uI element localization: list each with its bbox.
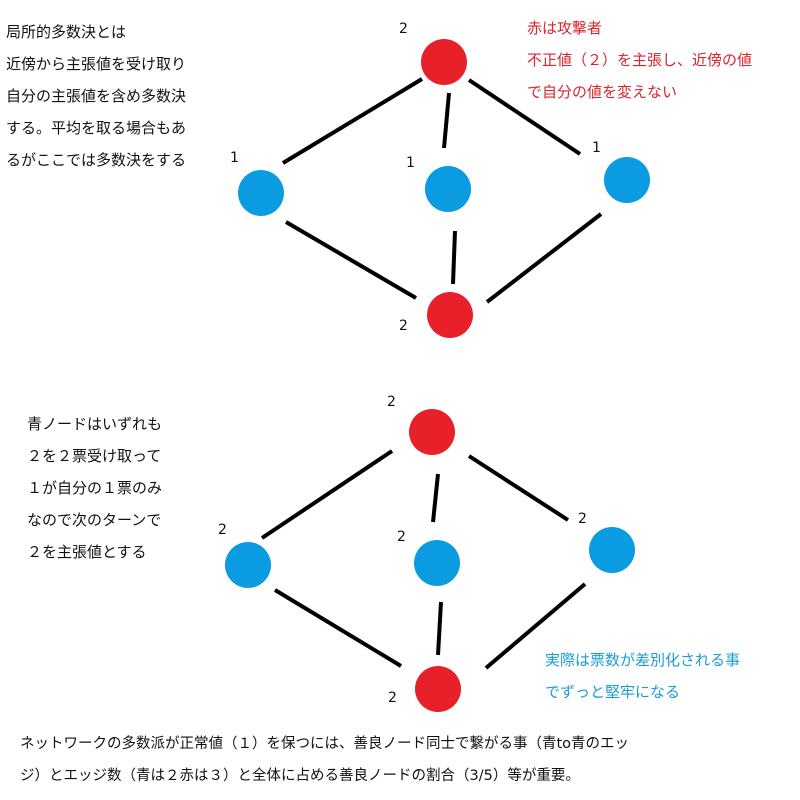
center-blue-node [425,166,471,212]
explain-line: 局所的多数決とは [6,23,127,41]
edge-center-bottom-red [436,601,443,656]
top-network: 2 1 1 1 2 [230,21,650,338]
right-blue-node [604,157,650,203]
explain-line: する。平均を取る場合もあ [6,119,187,137]
explain-line: なので次のターンで [27,511,162,529]
edge-left-bottom-red [284,220,418,300]
edge-center-bottom-red [451,230,457,285]
edge-top-red-right [467,78,582,156]
left-blue-node [225,542,271,588]
center-blue-value: 2 [397,529,406,545]
footer-summary: ネットワークの多数派が正常値（１）を保つには、善良ノード同士で繋がる事（青to青… [20,728,629,792]
edge-top-red-center [431,473,440,523]
bottom-red-node [415,666,461,712]
left-blue-node [238,170,284,216]
edge-top-red-center [442,92,451,149]
edge-right-bottom-red [484,582,587,670]
explain-line: ２を主張値とする [27,543,147,561]
right-blue-value: 1 [592,140,601,156]
attacker-note-line: 不正値（２）を主張し、近傍の値 [527,51,753,69]
explain-line: １が自分の１票のみ [27,479,163,497]
footer-line: ジ）とエッジ数（青は２赤は３）と全体に占める善良ノードの割合（3/5）等が重要。 [20,768,580,784]
explain-line: 青ノードはいずれも [27,415,163,433]
right-blue-value: 2 [578,511,587,527]
robustness-note: 実際は票数が差別化される事 でずっと堅牢になる [545,644,740,708]
bottom-red-value: 2 [388,690,397,706]
left-blue-value: 2 [218,522,227,538]
center-blue-node [414,540,460,586]
center-blue-value: 1 [406,155,415,171]
top-red-value: 2 [399,21,408,37]
robustness-note-line: でずっと堅牢になる [545,683,681,701]
edge-top-red-left [281,77,424,165]
bottom-network: 2 2 2 2 2 [218,394,635,712]
explain-line: るがここでは多数決をする [6,151,187,169]
left-blue-value: 1 [230,150,239,166]
explain-line: ２を２票受け取って [27,447,162,465]
attacker-note: 赤は攻撃者 不正値（２）を主張し、近傍の値 で自分の値を変えない [527,12,752,108]
right-blue-node [589,527,635,573]
top-red-value: 2 [387,394,396,410]
edge-left-bottom-red [273,588,403,668]
robustness-note-line: 実際は票数が差別化される事 [545,651,741,669]
attacker-note-line: 赤は攻撃者 [527,19,603,37]
bottom-red-value: 2 [399,318,408,334]
top-red-node [421,39,467,85]
footer-line: ネットワークの多数派が正常値（１）を保つには、善良ノード同士で繋がる事（青to青… [20,736,630,752]
edge-top-red-left [260,449,394,540]
local-majority-explanation: 局所的多数決とは 近傍から主張値を受け取り 自分の主張値を含め多数決 する。平均… [6,16,186,176]
attacker-note-line: で自分の値を変えない [527,83,678,101]
explain-line: 自分の主張値を含め多数決 [6,87,187,105]
edge-top-red-right [467,454,570,522]
top-red-node [409,409,455,455]
edge-right-bottom-red [485,212,603,304]
bottom-red-node [427,292,473,338]
explain-line: 近傍から主張値を受け取り [6,55,187,73]
blue-node-explanation: 青ノードはいずれも ２を２票受け取って １が自分の１票のみ なので次のターンで … [27,408,162,568]
